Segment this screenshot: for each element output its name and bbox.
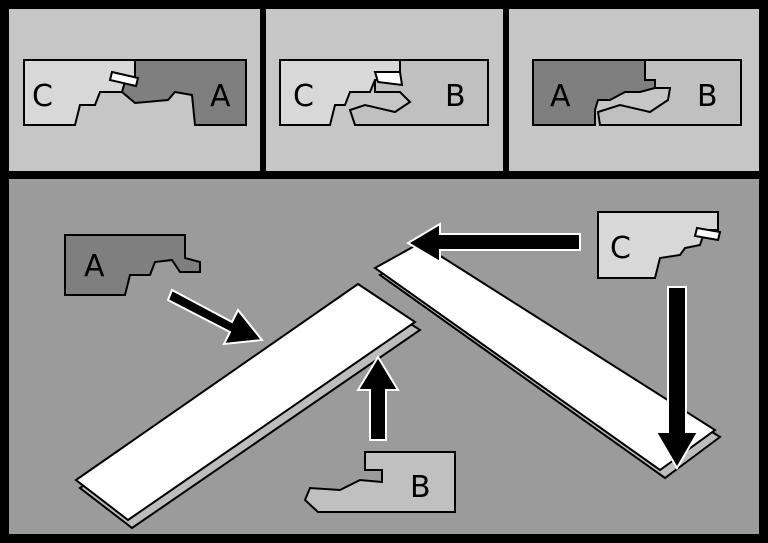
label: A <box>84 249 105 284</box>
joint-c-a: C A <box>23 59 247 126</box>
label: B <box>697 79 718 114</box>
label: B <box>410 470 431 505</box>
profile-b: B <box>303 451 456 513</box>
arrow-icon <box>406 222 581 264</box>
profile-a: A <box>64 234 201 296</box>
joint-c-b: C B <box>279 59 489 126</box>
clip-icon <box>373 71 404 87</box>
board-left <box>74 282 422 530</box>
label: A <box>550 79 571 114</box>
label: C <box>293 79 314 114</box>
board-right <box>373 241 722 480</box>
label: C <box>32 79 53 114</box>
arrow-icon <box>654 286 700 470</box>
profile-c: C <box>597 211 722 279</box>
arrow-icon <box>166 288 264 346</box>
label: A <box>210 79 231 114</box>
joint-a-b: A B <box>532 59 742 126</box>
label: B <box>445 79 466 114</box>
clip-icon <box>693 226 722 242</box>
label: C <box>610 231 631 266</box>
arrow-icon <box>356 355 400 441</box>
clip-icon <box>108 70 140 88</box>
